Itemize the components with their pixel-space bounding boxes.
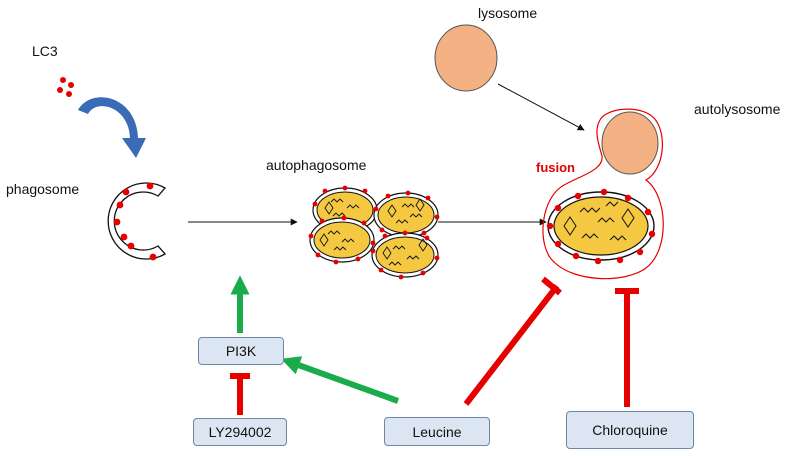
autophagosome-cluster xyxy=(308,185,440,280)
lc3-label: LC3 xyxy=(32,43,58,59)
ly294002-box: LY294002 xyxy=(193,418,287,446)
autolysosome-label: autolysosome xyxy=(694,101,781,117)
lysosome xyxy=(434,24,498,92)
ly294002-inhibition xyxy=(230,373,250,415)
leucine-box: Leucine xyxy=(384,417,490,446)
pi3k-box: PI3K xyxy=(198,337,284,365)
lc3-dots xyxy=(57,77,74,97)
vesicle-2 xyxy=(373,190,440,240)
curved-arrow xyxy=(78,97,146,158)
leucine-activation-arrow xyxy=(280,356,400,404)
vesicle-3 xyxy=(308,215,376,265)
autophagosome-label: autophagosome xyxy=(266,157,367,173)
autolysosome xyxy=(542,108,664,280)
vesicle-4 xyxy=(370,230,440,280)
leucine-inhibition xyxy=(463,276,562,406)
lysosome-label: lysosome xyxy=(478,5,537,21)
fusion-label: fusion xyxy=(536,160,575,175)
chloroquine-inhibition xyxy=(615,288,639,407)
phagosome-label: phagosome xyxy=(6,181,79,197)
phagosome xyxy=(107,182,167,261)
chloroquine-box: Chloroquine xyxy=(566,411,694,449)
arrow-lysosome-to-fusion xyxy=(497,83,585,131)
